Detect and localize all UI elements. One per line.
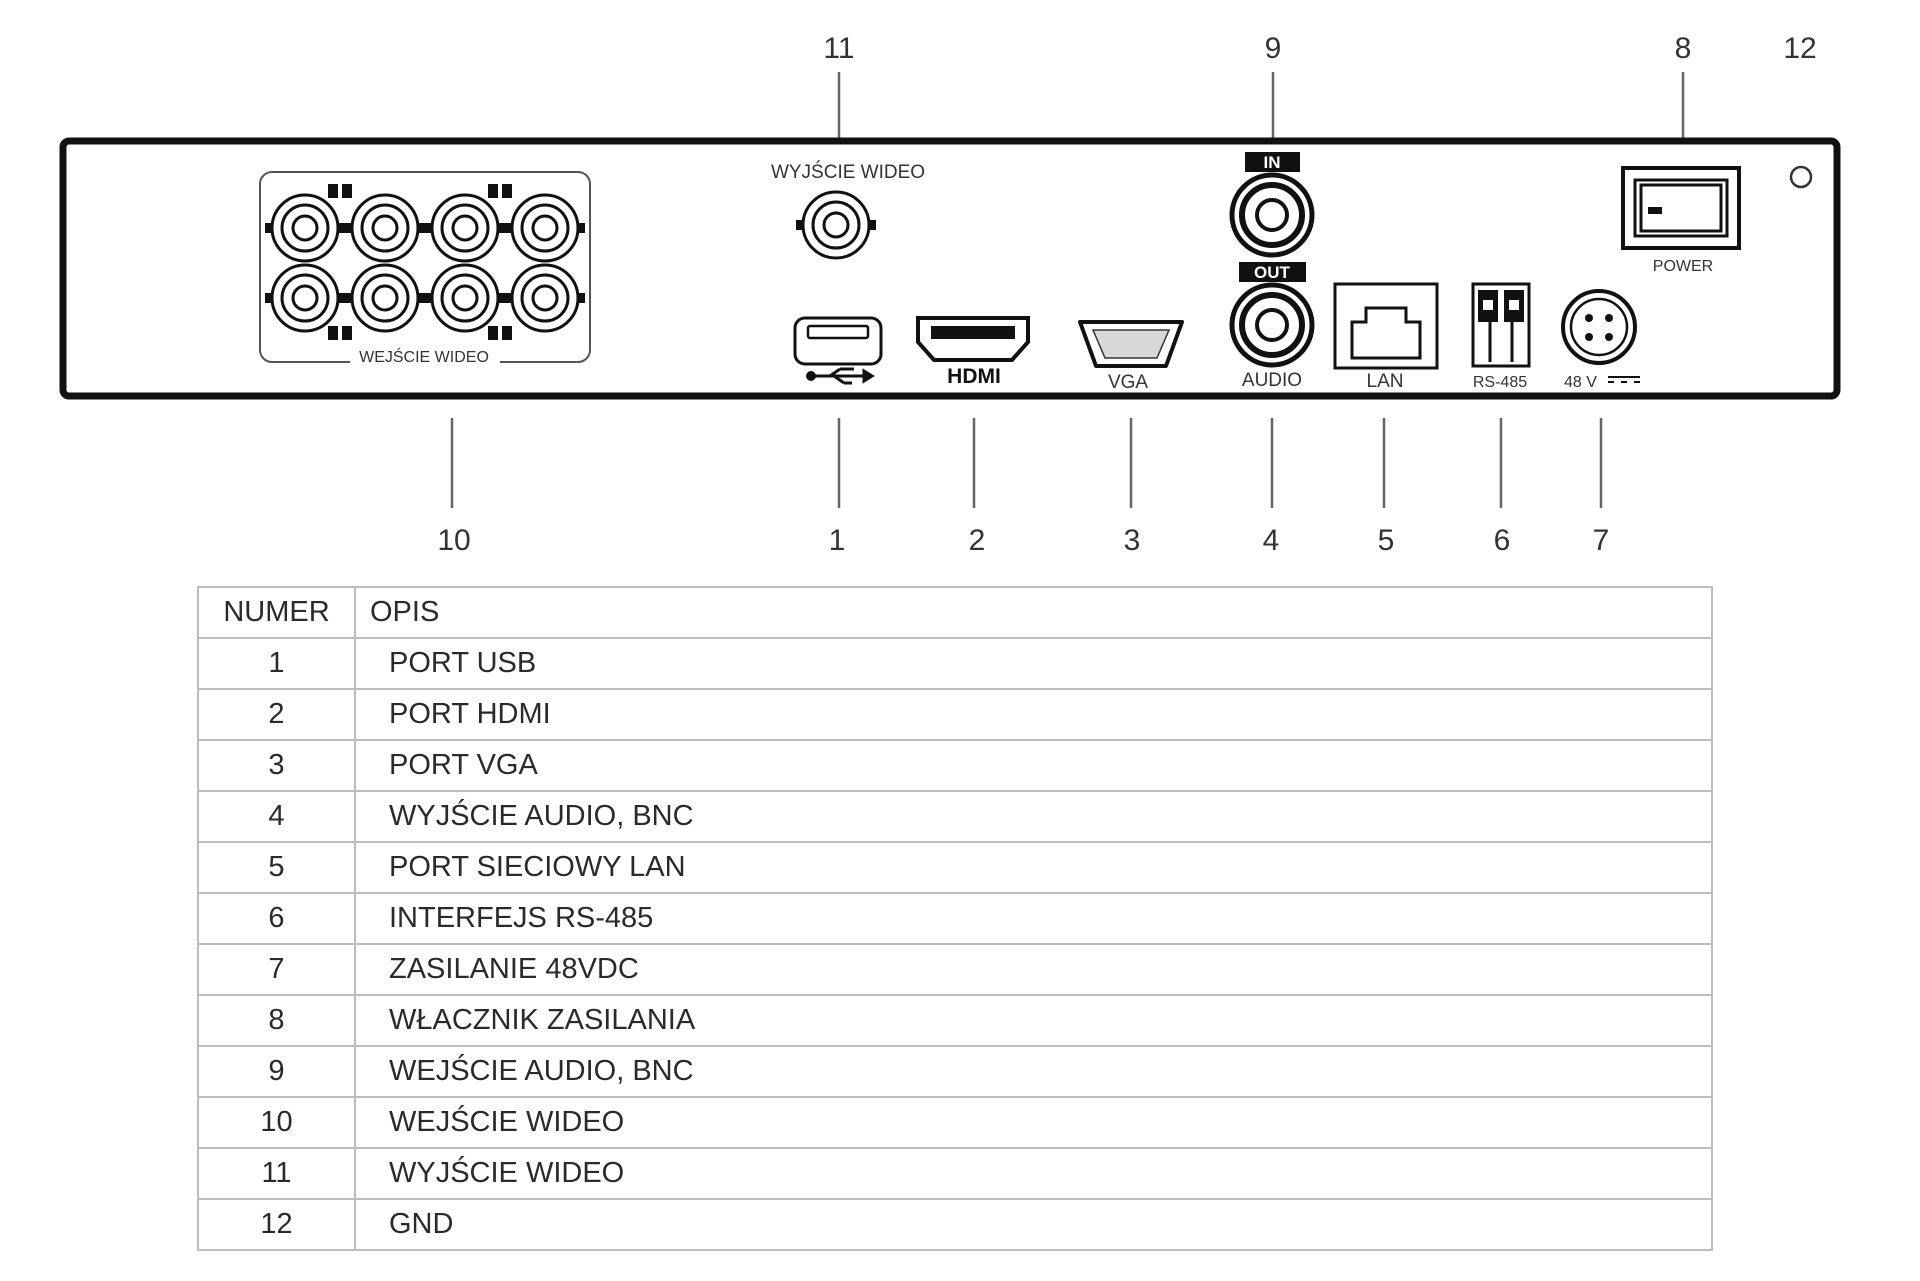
bnc-connector-icon — [425, 263, 505, 333]
row-number: 12 — [197, 1198, 356, 1251]
video-input-block: WEJŚCIE WIDEO — [259, 171, 591, 368]
rs485-port: RS-485 — [1471, 282, 1531, 391]
audio-ports: IN OUT AUDIO — [1229, 152, 1315, 391]
row-number: 6 — [197, 892, 356, 945]
row-number: 11 — [197, 1147, 356, 1200]
video-output-port: WYJŚCIE WIDEO — [771, 161, 925, 260]
callout-1: 1 — [829, 524, 846, 557]
bnc-connector-icon — [505, 193, 585, 263]
hdmi-label: HDMI — [947, 365, 1001, 388]
lan-label: LAN — [1367, 371, 1404, 392]
usb-icon — [806, 367, 875, 385]
callout-2: 2 — [969, 524, 986, 557]
callout-7: 7 — [1593, 524, 1610, 557]
dc-symbol-icon — [1608, 376, 1640, 383]
row-number: 8 — [197, 994, 356, 1047]
video-output-label: WYJŚCIE WIDEO — [771, 161, 925, 183]
row-description: GND — [354, 1198, 1713, 1251]
audio-in-tag: IN — [1264, 153, 1281, 172]
callout-4: 4 — [1263, 524, 1280, 557]
row-description: WYJŚCIE WIDEO — [354, 1147, 1713, 1200]
row-number: 9 — [197, 1045, 356, 1098]
callout-12: 12 — [1783, 32, 1816, 65]
bnc-connector-icon — [265, 193, 345, 263]
row-description: ZASILANIE 48VDC — [354, 943, 1713, 996]
callout-5: 5 — [1378, 524, 1395, 557]
row-description: PORT SIECIOWY LAN — [354, 841, 1713, 894]
power-switch: POWER — [1621, 166, 1741, 275]
power-switch-label: POWER — [1653, 258, 1713, 275]
audio-out-connector-icon — [1229, 282, 1315, 368]
channel-markers — [328, 184, 512, 340]
callout-3: 3 — [1124, 524, 1141, 557]
hdmi-port: HDMI — [916, 316, 1030, 388]
row-description: PORT USB — [354, 637, 1713, 690]
row-description: WEJŚCIE AUDIO, BNC — [354, 1045, 1713, 1098]
row-description: WEJŚCIE WIDEO — [354, 1096, 1713, 1149]
audio-label: AUDIO — [1242, 370, 1302, 391]
row-description: INTERFEJS RS-485 — [354, 892, 1713, 945]
usb-port — [793, 316, 883, 385]
callout-8: 8 — [1675, 32, 1692, 65]
row-number: 4 — [197, 790, 356, 843]
row-description: PORT VGA — [354, 739, 1713, 792]
row-number: 2 — [197, 688, 356, 741]
row-description: PORT HDMI — [354, 688, 1713, 741]
bnc-connector-icon — [796, 190, 876, 260]
table-header-row: NUMER OPIS — [197, 586, 1713, 639]
row-number: 10 — [197, 1096, 356, 1149]
bnc-connector-icon — [345, 193, 425, 263]
callout-9: 9 — [1265, 32, 1282, 65]
row-number: 3 — [197, 739, 356, 792]
bnc-connector-icon — [345, 263, 425, 333]
vga-label: VGA — [1108, 372, 1148, 393]
audio-out-tag: OUT — [1254, 263, 1291, 282]
bnc-connector-icon — [265, 263, 345, 333]
rs485-label: RS-485 — [1473, 374, 1527, 391]
row-description: WYJŚCIE AUDIO, BNC — [354, 790, 1713, 843]
vga-port: VGA — [1078, 320, 1184, 393]
row-number: 1 — [197, 637, 356, 690]
bnc-connector-icon — [505, 263, 585, 333]
power-input-label: 48 V — [1564, 374, 1597, 391]
row-number: 5 — [197, 841, 356, 894]
gnd-terminal — [1789, 165, 1813, 189]
bnc-connector-icon — [425, 193, 505, 263]
callout-11: 11 — [823, 32, 854, 65]
lan-port: LAN — [1333, 282, 1439, 392]
audio-in-connector-icon — [1229, 172, 1315, 258]
column-header-number: NUMER — [197, 586, 356, 639]
row-number: 7 — [197, 943, 356, 996]
callout-6: 6 — [1494, 524, 1511, 557]
row-description: WŁACZNIK ZASILANIA — [354, 994, 1713, 1047]
callout-10: 10 — [437, 524, 470, 557]
rear-panel-diagram: 11 9 8 12 — [59, 32, 1841, 557]
power-input-port: 48 V — [1561, 289, 1640, 391]
column-header-description: OPIS — [354, 586, 1713, 639]
video-input-label: WEJŚCIE WIDEO — [359, 347, 489, 366]
